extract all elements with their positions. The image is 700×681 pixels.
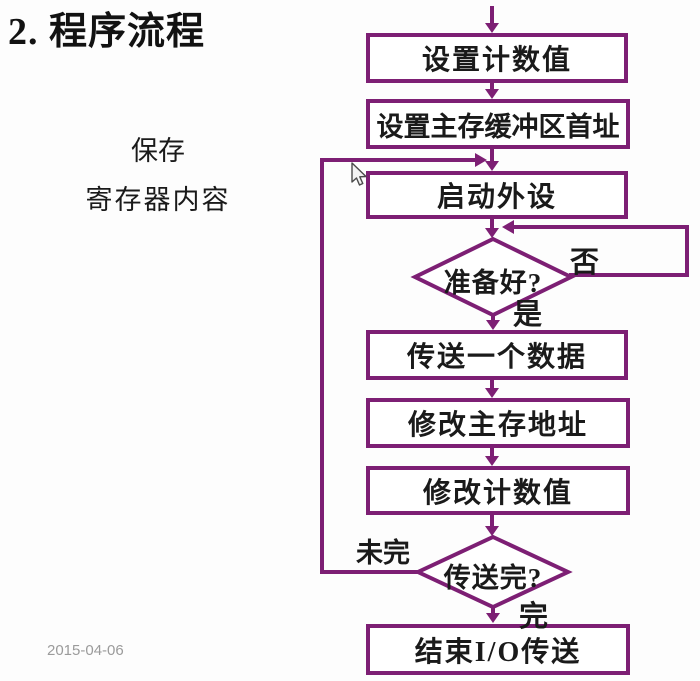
decision-ready-label: 准备好? — [443, 268, 543, 298]
arrowhead-decision2-box7 — [486, 613, 500, 623]
arrowhead-box2-box3 — [485, 161, 499, 171]
connector-notdone-loop — [320, 158, 476, 574]
slide-date: 2015-04-06 — [47, 642, 124, 659]
page-title: 2. 程序流程 — [8, 11, 206, 53]
branch-label-no: 否 — [570, 247, 600, 279]
flow-box-set-buffer-address: 设置主存缓冲区首址 — [366, 99, 630, 149]
flow-box-label: 结束I/O传送 — [414, 636, 582, 668]
flow-box-label: 启动外设 — [436, 182, 557, 213]
arrowhead-box3-decision1 — [485, 228, 499, 238]
arrowhead-entry — [485, 23, 499, 33]
side-note-line2: 寄存器内容 — [85, 185, 231, 215]
flow-box-transfer-data: 传送一个数据 — [366, 330, 628, 380]
flow-box-end-io-transfer: 结束I/O传送 — [366, 624, 630, 675]
arrowhead-decision1-box4 — [486, 320, 500, 330]
decision-done-label: 传送完? — [443, 563, 543, 593]
flow-box-label: 传送一个数据 — [406, 342, 587, 373]
branch-label-not-done: 未完 — [356, 538, 410, 568]
flow-box-label: 修改主存地址 — [407, 410, 588, 441]
flow-box-set-count: 设置计数值 — [366, 33, 628, 83]
connector-no-loop — [513, 225, 689, 277]
arrowhead-notdone-loop — [475, 153, 487, 167]
flow-box-label: 修改计数值 — [422, 477, 573, 509]
flow-box-start-peripheral: 启动外设 — [366, 171, 628, 219]
branch-label-done: 完 — [519, 601, 549, 633]
arrowhead-box4-box5 — [485, 388, 499, 398]
flow-box-label: 设置主存缓冲区首址 — [376, 111, 620, 142]
arrowhead-no-loop — [502, 220, 514, 234]
flow-box-update-count: 修改计数值 — [366, 466, 630, 515]
branch-label-yes: 是 — [513, 299, 543, 331]
side-note: 保存 寄存器内容 — [36, 138, 280, 214]
mouse-cursor-icon — [351, 162, 367, 186]
arrowhead-box1-box2 — [485, 89, 499, 99]
flow-box-update-memory-address: 修改主存地址 — [366, 398, 630, 448]
arrowhead-box6-decision2 — [485, 526, 499, 536]
side-note-line1: 保存 — [131, 136, 185, 166]
flow-box-label: 设置计数值 — [421, 45, 572, 76]
arrowhead-box5-box6 — [485, 456, 499, 466]
